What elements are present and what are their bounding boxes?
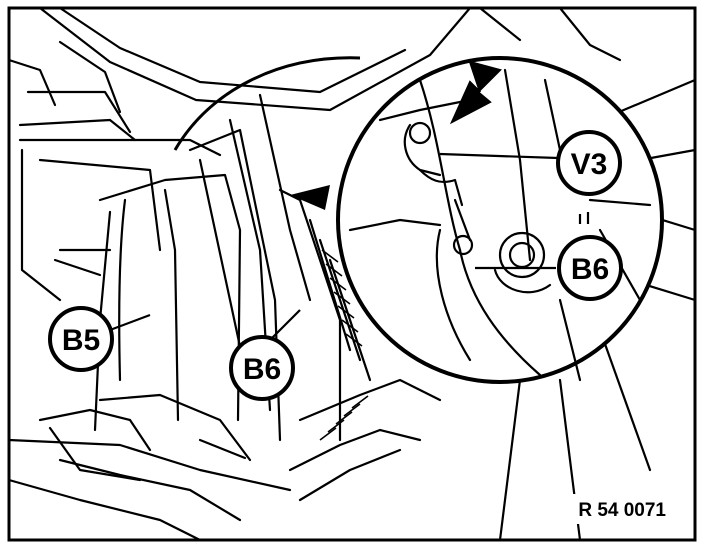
magnifier-outline-back xyxy=(173,56,361,151)
hatched-trim xyxy=(319,249,369,441)
detail-pointer xyxy=(290,185,330,210)
reference-number: R 54 0071 xyxy=(578,500,666,521)
callout-v3: V3 xyxy=(556,130,622,196)
callout-b6-detail: B6 xyxy=(557,235,623,301)
callout-b5-label: B5 xyxy=(62,324,100,357)
callout-b6-detail-circle xyxy=(557,235,623,301)
background-drawing xyxy=(7,6,697,542)
callout-b6: B6 xyxy=(229,335,295,401)
callout-b5-circle xyxy=(48,306,114,372)
callout-v3-circle xyxy=(556,130,622,196)
callout-b5: B5 xyxy=(48,306,114,372)
reference-backdrop xyxy=(558,494,684,524)
callout-b6-detail-label: B6 xyxy=(571,253,609,286)
callout-b6-label: B6 xyxy=(243,353,281,386)
arrow-down-left-icon xyxy=(449,60,502,125)
callout-v3-label: V3 xyxy=(571,148,608,181)
leader-lines xyxy=(109,152,590,343)
callout-b6-circle xyxy=(229,335,295,401)
